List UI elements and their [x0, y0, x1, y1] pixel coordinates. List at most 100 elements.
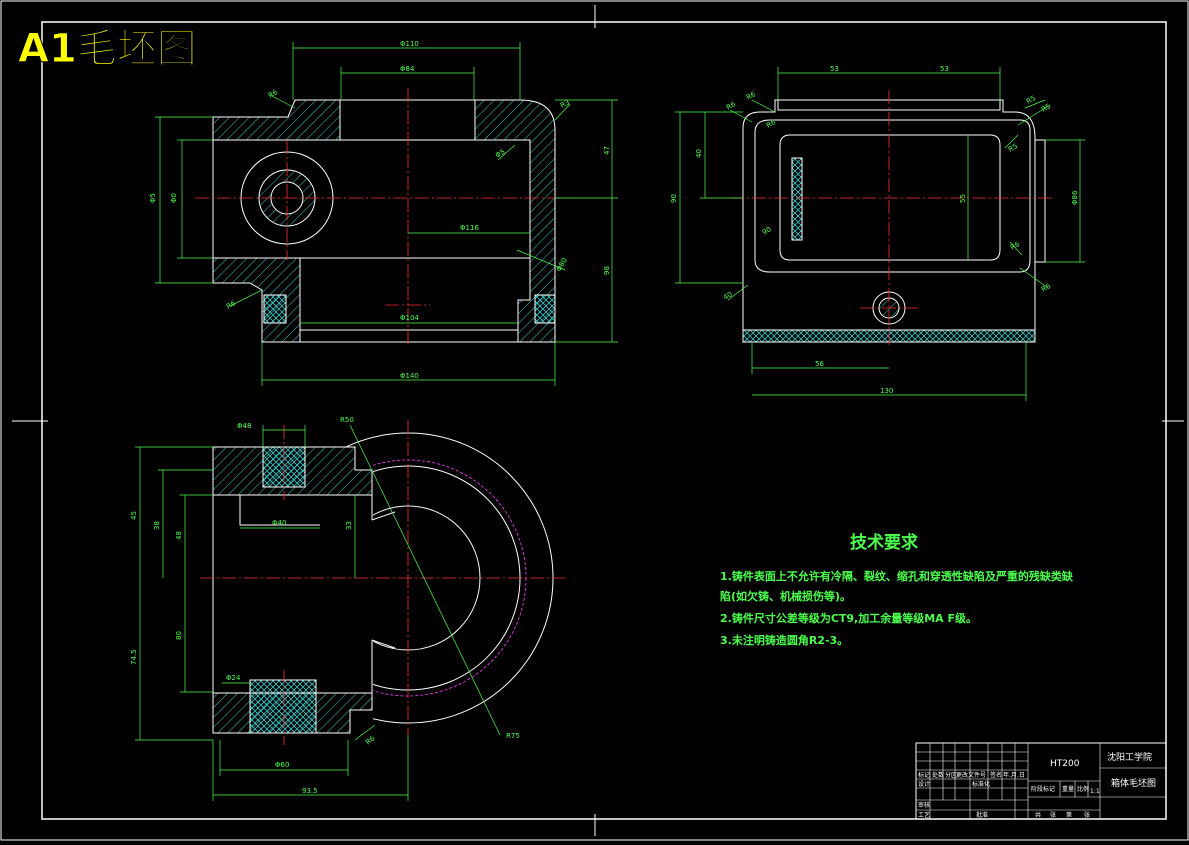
- side-view: 53 53 R6 R6 R6 R5 40 90 55 R5 R5 Φ86 R6 …: [670, 65, 1085, 401]
- top-dim-7: 33: [345, 521, 353, 530]
- front-section-upper-right: [474, 99, 556, 343]
- tb-cell-7: 设计: [918, 780, 930, 788]
- tech-requirements-title: 技术要求: [850, 532, 918, 553]
- tb-cell-18: 张: [1084, 811, 1090, 819]
- tb-cell-6: 年.月.日: [1003, 771, 1025, 779]
- tb-cell-9: 阶段标记: [1031, 785, 1055, 793]
- title-material: HT200: [1050, 759, 1080, 769]
- side-dim-9: 55: [959, 194, 967, 203]
- tb-cell-1: 标记: [918, 771, 930, 779]
- tech-requirement-line-2: 陷(如欠铸、机械损伤等)。: [720, 589, 851, 603]
- side-rib-section: [791, 157, 803, 241]
- side-dim-10: R5: [1040, 102, 1052, 114]
- front-dim-2: Φ84: [400, 65, 415, 73]
- front-dim-5: Φ5: [494, 148, 507, 160]
- side-dim-15: 56: [815, 360, 824, 368]
- front-dim-13: Φ104: [400, 314, 419, 322]
- tb-cell-15: 共: [1035, 811, 1041, 819]
- side-dim-12: Φ86: [1071, 190, 1079, 205]
- title-drawing-name: 箱体毛坯图: [1111, 777, 1156, 789]
- centering-marks: [12, 5, 1184, 836]
- front-dim-8: 47: [603, 146, 611, 155]
- top-dim-12: R75: [506, 732, 520, 740]
- top-dim-6: 48: [175, 531, 183, 540]
- tb-cell-17: 第: [1066, 811, 1072, 819]
- top-dimension-lines: [135, 424, 501, 801]
- tb-cell-13: 工艺: [918, 811, 930, 819]
- tb-cell-19: 1:1: [1090, 788, 1100, 795]
- top-dim-9: 80: [175, 631, 183, 640]
- tech-requirement-line-1: 1.铸件表面上不允许有冷隔、裂纹、缩孔和穿透性缺陷及严重的残缺类缺: [720, 569, 1074, 583]
- front-dim-11: Φ80: [555, 257, 569, 273]
- side-dim-5: R6: [765, 118, 778, 130]
- front-dim-1: Φ110: [400, 40, 419, 48]
- top-dim-8: 74.5: [130, 649, 138, 665]
- tb-cell-16: 张: [1050, 811, 1056, 819]
- tb-cell-2: 处数: [932, 771, 944, 779]
- side-dim-2: 53: [940, 65, 949, 73]
- side-dim-17: 40: [722, 290, 734, 301]
- side-dim-3: R6: [725, 100, 738, 112]
- front-dim-9: 98: [603, 266, 611, 275]
- front-body-outline: [212, 99, 530, 343]
- top-body-outline: [212, 447, 373, 733]
- side-dim-8: 90: [670, 194, 678, 203]
- top-dim-5: 38: [153, 521, 161, 530]
- tech-requirement-line-4: 3.未注明铸造圆角R2-3。: [720, 633, 848, 647]
- tb-cell-3: 分区: [945, 771, 957, 779]
- front-dimension-lines: [155, 42, 618, 386]
- side-dim-14: R6: [1040, 282, 1053, 294]
- front-dim-6: Φ0: [170, 193, 178, 203]
- front-section-lower-left: [212, 257, 301, 343]
- top-dim-14: 93.5: [302, 787, 318, 795]
- side-dimension-lines: [675, 67, 1085, 401]
- tb-cell-12: 审核: [918, 801, 930, 809]
- side-dim-13: R6: [1009, 240, 1022, 252]
- tech-requirement-line-3: 2.铸件尺寸公差等级为CT9,加工余量等级MA F级。: [720, 611, 977, 625]
- front-view: Φ110 Φ84 R6 R3 Φ5 Φ0 Φ5 47 98 Φ116 Φ80 R…: [149, 40, 618, 386]
- front-dim-7: Φ5: [149, 193, 157, 203]
- tb-cell-11: 比例: [1077, 785, 1089, 793]
- tb-cell-8: 标准化: [972, 780, 990, 788]
- front-section-upper-left: [212, 99, 341, 141]
- tb-cell-5: 签名: [990, 771, 1002, 779]
- side-dim-11: R5: [1007, 142, 1019, 154]
- side-dim-18: 90: [761, 225, 773, 236]
- front-dim-4: R3: [559, 98, 571, 110]
- front-center-lines: [195, 88, 570, 345]
- side-dim-6: R5: [1025, 94, 1037, 106]
- title-block: HT200 沈阳工学院 箱体毛坯图 标记 处数 分区 更改文件号 签名 年.月.…: [915, 742, 1167, 820]
- title-school: 沈阳工学院: [1107, 751, 1152, 763]
- drawing-frame: [41, 21, 1167, 820]
- side-dim-1: 53: [830, 65, 839, 73]
- side-center-lines: [730, 90, 1055, 345]
- side-inner-cavity: [779, 134, 1001, 261]
- top-dim-11: R6: [364, 734, 377, 746]
- front-dim-3: R6: [267, 88, 280, 100]
- top-boss-lower: [249, 679, 317, 734]
- top-center-lines: [200, 420, 565, 745]
- front-dim-10: Φ116: [460, 224, 479, 232]
- tb-cell-4: 更改文件号: [956, 771, 986, 779]
- side-dim-16: 130: [880, 387, 893, 395]
- top-arc-gap: [371, 511, 396, 649]
- top-dim-4: 45: [130, 511, 138, 520]
- tech-requirements: 技术要求 1.铸件表面上不允许有冷隔、裂纹、缩孔和穿透性缺陷及严重的残缺类缺 陷…: [720, 532, 1074, 647]
- top-dim-10: Φ24: [226, 674, 241, 682]
- front-dim-12: R6: [225, 299, 238, 311]
- side-dim-7: 40: [695, 149, 703, 158]
- top-dim-2: R50: [340, 416, 354, 424]
- top-dim-1: Φ48: [237, 422, 251, 430]
- front-boss-left: [263, 294, 287, 324]
- side-outer-cavity: [754, 119, 1031, 273]
- tb-cell-10: 重量: [1062, 785, 1074, 793]
- top-view: Φ48 R50 Φ40 45 38 48 33 74.5 80 Φ24 R6 R…: [130, 416, 565, 801]
- side-dim-4: R6: [745, 90, 758, 102]
- front-dim-14: Φ140: [400, 372, 419, 380]
- front-boss-right: [534, 294, 556, 324]
- top-dim-3: Φ40: [272, 519, 286, 527]
- sheet-size-title: A1毛坯图: [18, 26, 197, 72]
